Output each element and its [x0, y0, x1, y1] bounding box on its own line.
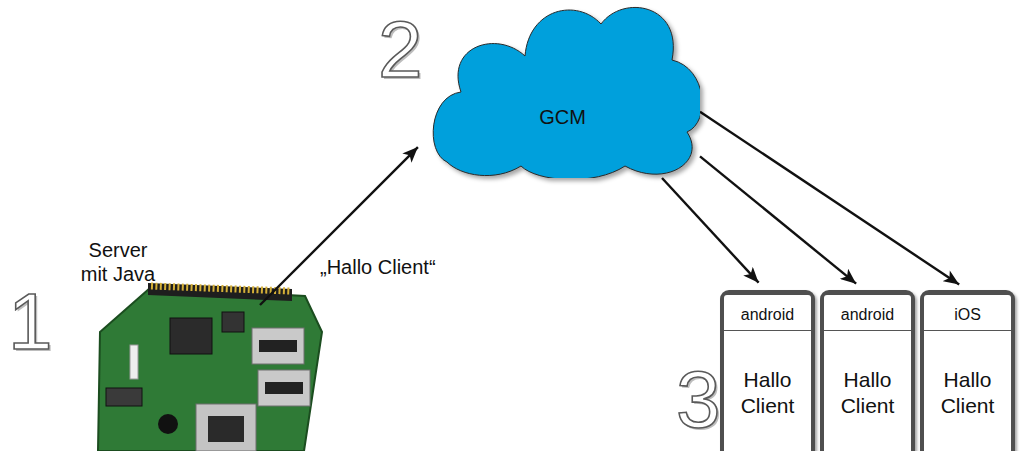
- phone-screen: androidHallo Client: [824, 295, 911, 451]
- ethernet-opening: [208, 416, 244, 442]
- usb-opening: [265, 382, 303, 394]
- callout-number: 3: [676, 360, 721, 440]
- phone-client: androidHallo Client: [720, 290, 815, 451]
- callout-number: 1: [8, 282, 53, 362]
- server-board: Server mit Java: [100, 305, 320, 451]
- ethernet-port: [196, 404, 256, 451]
- message-text: Hallo Client: [724, 331, 811, 420]
- phone-screen: iOSHallo Client: [924, 295, 1011, 451]
- arrow-connector: [700, 112, 959, 285]
- arrow-connector: [260, 147, 418, 305]
- arrow-connector: [700, 156, 856, 283]
- callout-number: 2: [378, 10, 423, 90]
- chip: [222, 312, 244, 332]
- platform-name: android: [724, 295, 811, 331]
- usb-opening: [259, 340, 297, 352]
- cloud-label: GCM: [425, 106, 700, 129]
- raspberry-pi: [98, 283, 322, 451]
- cloud-shape: [425, 0, 700, 178]
- ribbon-connector: [130, 345, 138, 379]
- platform-name: android: [824, 295, 911, 331]
- phone-screen: androidHallo Client: [724, 295, 811, 451]
- hdmi-port: [106, 388, 142, 406]
- phone-client: androidHallo Client: [820, 290, 915, 451]
- pi-board: [98, 288, 322, 451]
- usb-port: [258, 370, 310, 406]
- platform-name: iOS: [924, 295, 1011, 331]
- gpio-pins: [151, 286, 290, 291]
- message-label: „Hallo Client“: [318, 256, 438, 279]
- audio-jack: [158, 414, 178, 434]
- phone-client: iOSHallo Client: [920, 290, 1015, 451]
- node-heading: Server mit Java: [76, 238, 160, 286]
- cloud-service: GCM: [425, 0, 700, 178]
- soc-chip: [170, 318, 212, 354]
- message-text: Hallo Client: [824, 331, 911, 420]
- gpio-header: [148, 283, 292, 301]
- message-text: Hallo Client: [924, 331, 1011, 420]
- cloud-outline: [433, 7, 700, 178]
- usb-port: [252, 328, 304, 364]
